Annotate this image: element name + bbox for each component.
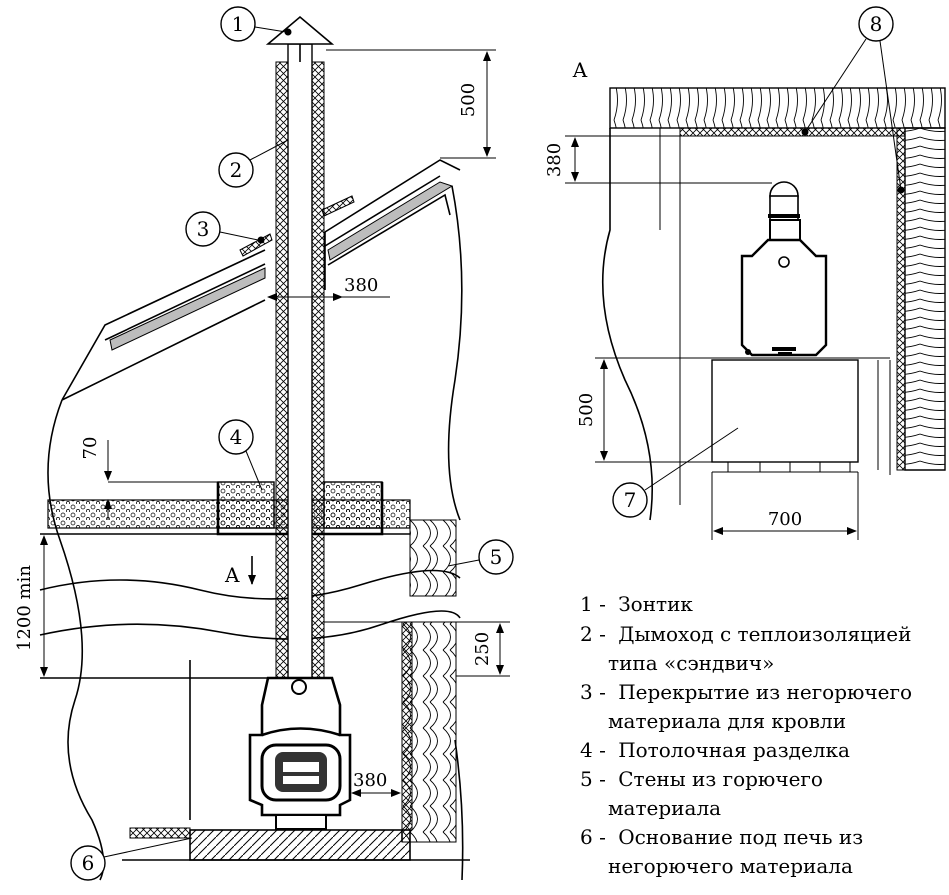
dim-min-height: 1200 min xyxy=(14,535,48,677)
roof-flashing xyxy=(239,195,355,257)
legend-5-num: 5 - xyxy=(580,767,606,791)
legend-1-num: 1 - xyxy=(580,592,606,616)
ceiling xyxy=(40,481,411,536)
legend-6-text: Основание под печь из xyxy=(618,825,863,849)
legend-4-text: Потолочная разделка xyxy=(618,738,850,762)
dim-roof-gap-text: 380 xyxy=(344,275,378,296)
callout-5-label: 5 xyxy=(490,545,503,569)
plan-view-label: A xyxy=(572,58,588,82)
dim-side-gap-text: 380 xyxy=(353,770,387,791)
plan-view: A xyxy=(544,6,946,540)
dim-min-height-text: 1200 min xyxy=(14,565,35,651)
dim-side-gap: 380 xyxy=(351,770,401,797)
section-arrow: A xyxy=(224,556,256,587)
roof xyxy=(61,159,461,401)
legend-2-text-2: типа «сэндвич» xyxy=(608,651,774,675)
svg-text:1 - Зонтик: 1 - Зонтик xyxy=(580,592,693,616)
section-view: 500 380 70 1200 min A xyxy=(14,6,514,881)
callout-1: 1 xyxy=(220,6,287,42)
wooden-wall xyxy=(401,519,457,843)
legend-1-text: Зонтик xyxy=(618,592,693,616)
plan-stove xyxy=(740,181,828,357)
section-arrow-label: A xyxy=(224,563,240,587)
dim-plan-back-gap: 380 xyxy=(544,135,772,184)
chimney xyxy=(265,15,335,681)
callout-2-label: 2 xyxy=(230,158,243,182)
callout-3-label: 3 xyxy=(197,217,210,241)
callout-8-label: 8 xyxy=(870,12,883,36)
stove-base xyxy=(129,827,411,861)
legend-5-text-2: материала xyxy=(608,796,721,820)
dim-plan-width: 700 xyxy=(711,472,859,540)
callout-6: 6 xyxy=(70,837,193,881)
callout-7-label: 7 xyxy=(624,488,637,512)
svg-text:2 - Дымоход с теплоизоля: 2 - Дымоход с теплоизоляцией xyxy=(580,622,911,646)
callout-1-label: 1 xyxy=(232,12,245,36)
svg-text:4 - Потолочная разделка: 4 - Потолочная разделка xyxy=(580,738,850,762)
dim-ceiling-insulation-text: 70 xyxy=(80,437,101,460)
callout-5: 5 xyxy=(447,539,514,575)
dim-plan-width-text: 700 xyxy=(768,509,802,530)
svg-text:6 - Основание под печь и: 6 - Основание под печь из xyxy=(580,825,863,849)
legend-2-num: 2 - xyxy=(580,622,606,646)
legend-5-text: Стены из горючего xyxy=(618,767,823,791)
callout-2: 2 xyxy=(218,139,289,188)
dim-wall-offset: 250 xyxy=(324,621,510,677)
dim-plan-front: 500 xyxy=(576,359,712,463)
dim-plan-back-gap-text: 380 xyxy=(544,143,565,177)
dim-ceiling-insulation: 70 xyxy=(80,437,218,520)
dim-top-clearance: 500 xyxy=(326,49,496,159)
legend-2-text: Дымоход с теплоизоляцией xyxy=(618,622,911,646)
svg-text:5 - Стены из горючего: 5 - Стены из горючего xyxy=(580,767,823,791)
legend-3-num: 3 - xyxy=(580,680,606,704)
callout-7: 7 xyxy=(612,427,739,518)
legend-4-num: 4 - xyxy=(580,738,606,762)
stove xyxy=(248,676,352,830)
callout-3: 3 xyxy=(185,211,259,247)
dim-plan-front-text: 500 xyxy=(576,393,597,427)
legend-3-text-2: материала для кровли xyxy=(608,709,846,733)
callout-8: 8 xyxy=(801,6,905,194)
dim-wall-offset-text: 250 xyxy=(472,632,493,666)
callout-4: 4 xyxy=(218,419,263,491)
dim-top-clearance-text: 500 xyxy=(458,83,479,117)
legend: 1 - Зонтик 2 - Дымоход с теплоизоляцией … xyxy=(580,592,912,878)
svg-text:3 - Перекрытие из негорю: 3 - Перекрытие из негорючего xyxy=(580,680,912,704)
callout-6-label: 6 xyxy=(82,851,95,875)
legend-6-text-2: негорючего материала xyxy=(608,854,853,878)
dim-roof-gap: 380 xyxy=(267,275,390,301)
callout-4-label: 4 xyxy=(230,425,243,449)
legend-3-text: Перекрытие из негорючего xyxy=(618,680,912,704)
legend-6-num: 6 - xyxy=(580,825,606,849)
